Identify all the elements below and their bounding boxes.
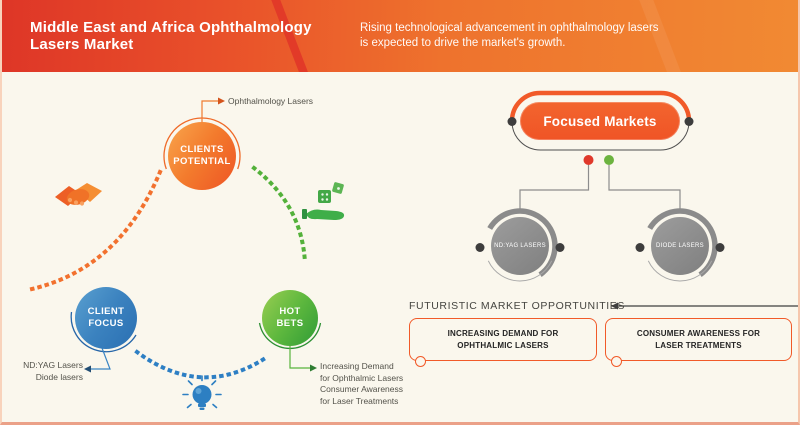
header-banner: Middle East and Africa Ophthalmology Las… <box>2 0 798 72</box>
handshake-icon <box>55 183 102 206</box>
opportunity-box-consumer-awareness: CONSUMER AWARENESS FOR LASER TREATMENTS <box>605 318 792 367</box>
connector-top <box>201 100 218 122</box>
annotation-ndyag-diode: ND:YAG Lasers Diode lasers <box>23 360 83 382</box>
connector-left <box>91 347 111 370</box>
arrow-right-icon <box>310 364 317 372</box>
ndyag-right-dot <box>555 243 565 252</box>
arrow-top-icon <box>218 97 225 105</box>
annotation-ophthalmology-lasers: Ophthalmology Lasers <box>228 96 314 106</box>
pill-right-dot <box>684 117 694 126</box>
ndyag-left-dot <box>475 243 485 252</box>
box-corner-circle-icon <box>415 355 426 367</box>
connector-right <box>289 346 310 369</box>
cycle-node-clients-potential: CLIENTS POTENTIAL <box>168 122 236 190</box>
opportunity-box-increasing-demand: INCREASING DEMAND FOR OPHTHALMIC LASERS <box>409 318 597 367</box>
cycle-arc-orange <box>29 169 163 292</box>
diode-right-dot <box>715 243 725 252</box>
opportunities-heading: FUTURISTIC MARKET OPPORTUNITIES <box>409 300 625 312</box>
box-corner-circle-icon <box>611 355 622 367</box>
diode-left-dot <box>635 243 645 252</box>
market-circle-diode-lasers: DIODE LASERS <box>651 217 709 275</box>
pill-left-dot <box>507 117 517 126</box>
cycle-node-hot-bets: HOT BETS <box>262 290 318 346</box>
arrow-left-icon <box>84 365 91 373</box>
branch-line-left <box>519 165 590 209</box>
market-circle-ndyag-lasers: ND:YAG LASERS <box>491 217 549 275</box>
money-hand-icon <box>302 182 345 220</box>
branch-line-right <box>608 165 681 209</box>
page-title: Middle East and Africa Ophthalmology Las… <box>30 19 312 53</box>
cycle-arc-green <box>251 165 308 266</box>
branch-dot-red <box>583 155 594 165</box>
opportunity-box-label: INCREASING DEMAND FOR OPHTHALMIC LASERS <box>447 328 559 350</box>
focused-markets-pill: Focused Markets <box>520 102 680 140</box>
branch-dot-green <box>604 155 614 165</box>
cycle-arc-blue <box>134 349 270 380</box>
cycle-node-client-focus: CLIENT FOCUS <box>75 287 137 349</box>
lightbulb-icon <box>182 375 222 410</box>
page-subtitle: Rising technological advancement in opht… <box>360 22 659 49</box>
annotation-increasing-demand: Increasing Demand for Ophthalmic Lasers … <box>320 361 404 406</box>
opportunity-box-label: CONSUMER AWARENESS FOR LASER TREATMENTS <box>636 328 761 350</box>
